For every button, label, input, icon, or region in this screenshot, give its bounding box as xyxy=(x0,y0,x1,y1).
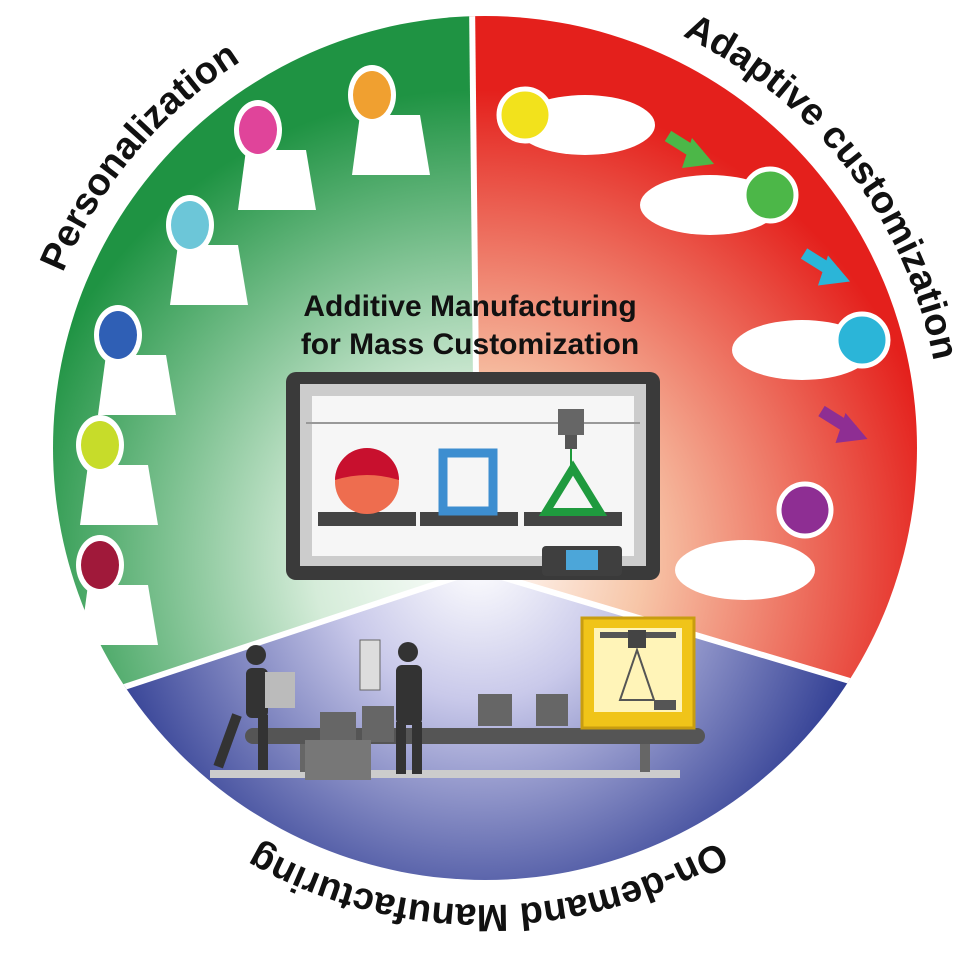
bust-silhouette xyxy=(348,65,430,175)
page-title: Additive Manufacturing for Mass Customiz… xyxy=(210,288,730,364)
head-icon xyxy=(741,166,799,224)
pyramid-print xyxy=(538,460,608,516)
bust-silhouette xyxy=(76,535,158,645)
baby-silhouette xyxy=(496,86,714,168)
conveyor-belt xyxy=(210,694,705,780)
head-icon xyxy=(353,71,391,119)
title-line-2: for Mass Customization xyxy=(300,328,640,361)
baby-silhouette xyxy=(732,311,891,443)
head-icon xyxy=(81,541,119,589)
growth-stages xyxy=(496,86,891,600)
head-icon xyxy=(99,311,137,359)
head-icon xyxy=(496,86,554,144)
bust-silhouette xyxy=(166,195,248,305)
worker-icon xyxy=(213,645,295,770)
bust-silhouette xyxy=(94,305,176,415)
head-icon xyxy=(81,421,119,469)
cube-print xyxy=(438,448,498,516)
head-icon xyxy=(239,106,277,154)
baby-silhouette xyxy=(640,166,850,286)
title-line-1: Additive Manufacturing xyxy=(303,290,637,323)
personalization-busts xyxy=(76,65,430,645)
head-icon xyxy=(833,311,891,369)
worker-icon xyxy=(359,639,422,774)
central-printer xyxy=(286,372,660,580)
head-icon xyxy=(776,481,834,539)
head-icon xyxy=(171,201,209,249)
bust-silhouette xyxy=(76,415,158,525)
baby-silhouette xyxy=(675,481,834,600)
bust-silhouette xyxy=(234,100,316,210)
divider xyxy=(69,567,479,708)
3d-printer-box xyxy=(580,616,696,730)
